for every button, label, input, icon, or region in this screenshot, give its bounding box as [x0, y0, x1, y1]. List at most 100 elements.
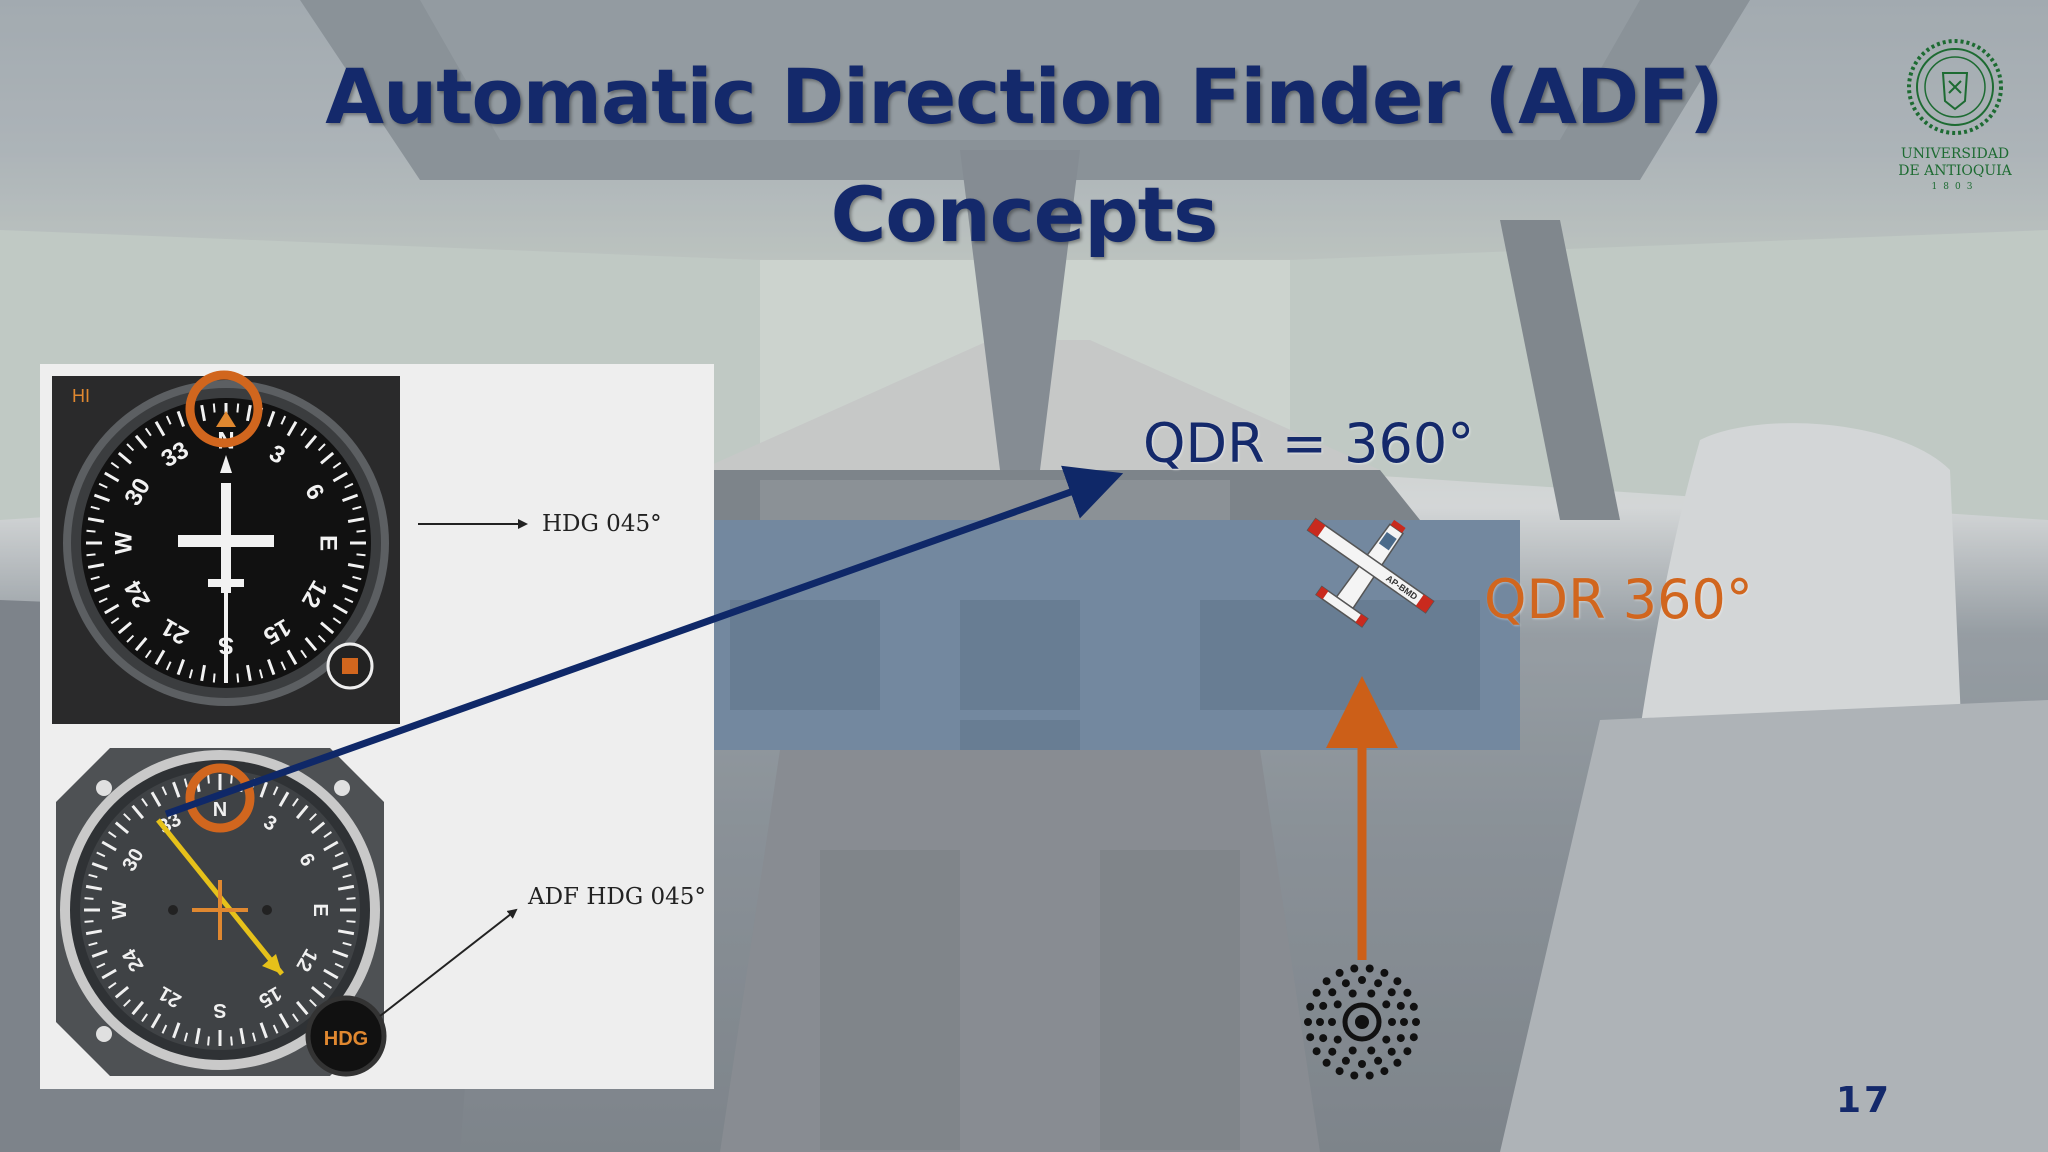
- adf-compass-tick: [172, 1022, 181, 1039]
- heading-compass-tick: [320, 621, 335, 635]
- ndb-dot: [1335, 968, 1344, 977]
- ndb-dot: [1322, 977, 1331, 986]
- page-number: 17: [1836, 1080, 1893, 1121]
- heading-compass-tick: [176, 410, 186, 428]
- adf-compass-label: N: [213, 799, 227, 821]
- ndb-dot: [1319, 1034, 1328, 1043]
- heading-compass-tick: [266, 410, 276, 428]
- heading-compass-tick: [86, 529, 96, 533]
- svg-text:HDG: HDG: [324, 1028, 368, 1050]
- adf-compass-tick: [194, 1027, 201, 1045]
- heading-compass-tick: [134, 434, 148, 449]
- heading-compass-tick: [246, 404, 252, 422]
- qdr-label: QDR 360°: [1484, 568, 1753, 631]
- heading-compass-tick: [280, 415, 287, 425]
- adf-compass-tick: [131, 804, 145, 820]
- adf-compass-tick: [123, 813, 131, 821]
- adf-compass-tick: [323, 831, 332, 839]
- heading-compass-tick: [236, 403, 240, 413]
- adf-compass-tick: [91, 949, 108, 958]
- heading-compass-tick: [332, 617, 342, 625]
- heading-compass-tick: [304, 637, 318, 652]
- ndb-dot: [1374, 979, 1383, 988]
- heading-compass-tick: [110, 617, 120, 625]
- adf-compass-tick: [342, 873, 352, 879]
- adf-compass-tick: [334, 962, 344, 969]
- adf-compass-tick: [91, 862, 108, 871]
- qdr-pointer-arrow: [164, 465, 1124, 818]
- adf-compass-tick: [131, 1000, 145, 1016]
- heading-compass-tick: [98, 482, 108, 489]
- adf-compass-tick: [291, 1013, 299, 1022]
- adf-compass-tick: [101, 840, 117, 852]
- slide-subtitle: Concepts: [830, 170, 1219, 259]
- heading-compass-tick: [126, 443, 135, 452]
- ndb-dot: [1396, 1034, 1405, 1043]
- heading-compass-tick: [165, 415, 172, 425]
- adf-compass-tick: [337, 884, 355, 891]
- adf-compass-tick: [150, 1013, 162, 1029]
- ndb-dot: [1365, 964, 1374, 973]
- heading-compass-tick: [93, 493, 111, 503]
- heading-compass-tick: [90, 505, 100, 511]
- ndb-dot: [1367, 989, 1376, 998]
- ndb-dot: [1328, 988, 1337, 997]
- adf-compass-tick: [251, 1032, 257, 1042]
- ndb-dot: [1382, 1000, 1391, 1009]
- heading-compass-tick: [347, 517, 365, 523]
- adf-compass-tick: [207, 774, 210, 784]
- heading-compass-tick: [356, 553, 366, 557]
- ndb-dot: [1322, 1058, 1331, 1067]
- heading-compass-tick: [90, 575, 100, 581]
- ndb-dot: [1306, 1033, 1315, 1042]
- adf-compass-tick: [309, 999, 317, 1007]
- adf-compass-tick: [96, 851, 106, 858]
- ndb-dot: [1341, 1056, 1350, 1065]
- university-logo: UNIVERSIDAD DE ANTIOQUIA 1803: [1880, 22, 2030, 202]
- qdr-equation: QDR = 360°: [1143, 412, 1475, 475]
- ndb-dot: [1380, 968, 1389, 977]
- adf-compass-tick: [85, 929, 103, 936]
- heading-compass-tick: [165, 661, 172, 671]
- heading-compass-tick: [104, 603, 120, 615]
- adf-compass-tick: [334, 851, 344, 858]
- adf-compass-tick: [141, 798, 149, 807]
- heading-compass-tick: [352, 575, 362, 581]
- adf-compass-tick: [346, 897, 356, 900]
- ndb-dot: [1348, 1046, 1357, 1055]
- adf-compass-tick: [84, 897, 94, 900]
- heading-compass-tick: [144, 427, 152, 437]
- adf-compass-tick: [332, 949, 349, 958]
- adf-compass-tick: [150, 791, 162, 807]
- adf-compass-tick: [88, 873, 98, 879]
- adf-compass-tick: [309, 813, 317, 821]
- heading-indicator-label: HI: [72, 386, 90, 406]
- heading-compass-tick: [236, 673, 240, 683]
- heading-compass-tick: [188, 669, 194, 679]
- ndb-dot: [1328, 1018, 1336, 1026]
- adf-compass-tick: [346, 920, 356, 923]
- heading-compass-tick: [317, 443, 326, 452]
- adf-compass-tick: [278, 1013, 290, 1029]
- adf-compass-tick: [230, 1036, 233, 1046]
- ndb-dot: [1333, 1000, 1342, 1009]
- adf-compass-tick: [259, 781, 268, 798]
- ndb-dot: [1316, 1018, 1324, 1026]
- ndb-dot: [1358, 1060, 1366, 1068]
- heading-compass-tick: [117, 621, 132, 635]
- heading-compass-label: E: [315, 535, 342, 551]
- heading-compass-tick: [300, 427, 308, 437]
- adf-compass-tick: [323, 840, 339, 852]
- adf-compass-tick: [295, 1000, 309, 1016]
- ndb-dot: [1358, 976, 1366, 984]
- adf-compass-tick: [291, 798, 299, 807]
- heading-compass-tick: [258, 669, 264, 679]
- heading-compass-tick: [356, 529, 366, 533]
- ndb-dot: [1393, 1058, 1402, 1067]
- ndb-dot: [1409, 1002, 1418, 1011]
- heading-compass-tick: [87, 563, 105, 569]
- adf-compass-tick: [207, 1036, 210, 1046]
- ndb-dot: [1319, 1001, 1328, 1010]
- heading-compass-tick: [352, 505, 362, 511]
